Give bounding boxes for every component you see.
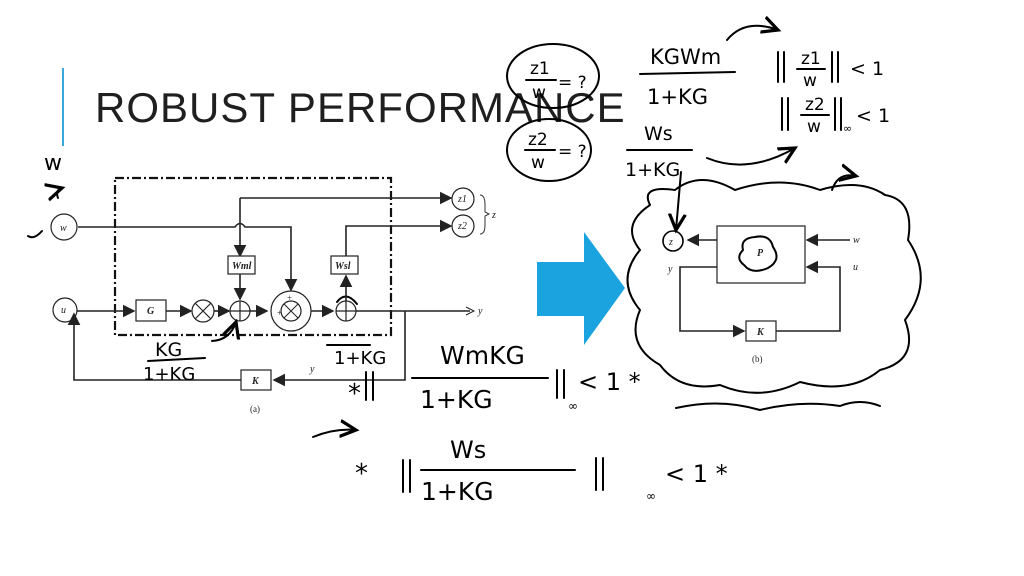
ink-cloud-around-b	[626, 179, 922, 394]
dashed-plant-boundary	[113, 176, 393, 337]
hw-c2-star: *	[355, 459, 368, 489]
ink-circle-arrow	[27, 230, 43, 239]
hw-kg-den: 1+KG	[143, 364, 195, 385]
hw-c1-sub: ∞	[568, 399, 578, 413]
hw-n1-rest: < 1	[850, 58, 884, 80]
label-b-z: z	[668, 237, 673, 248]
handwriting: w KG 1+KG 1+KG z1 w = ? z2 w = ? KGWm 1+…	[44, 26, 890, 506]
hw-c2-sub: ∞	[646, 489, 656, 503]
hw-q1-rest: = ?	[558, 73, 587, 93]
block-ws	[330, 255, 359, 275]
ink-circle-p	[738, 235, 778, 272]
hw-n2-num: z2	[805, 95, 825, 115]
input-label-w: w	[60, 223, 67, 234]
hw-one-plus-kg: 1+KG	[334, 348, 386, 369]
diagram-a: w z1 z2 z u G Wml + +	[27, 176, 496, 414]
hw-n2-sub: ∞	[843, 122, 852, 135]
input-node-w	[50, 213, 78, 241]
hw-c2-den: 1+KG	[421, 477, 494, 506]
block-ws-label: Wsl	[335, 261, 351, 272]
ink-circle-q2	[506, 118, 592, 182]
hw-c1-den: 1+KG	[420, 385, 493, 414]
block-k-b-label: K	[756, 327, 765, 338]
block-wm	[227, 255, 256, 275]
hw-c2-rest: < 1 *	[665, 460, 728, 488]
input-label-u: u	[61, 305, 66, 316]
hw-t2-den: 1+KG	[625, 159, 680, 181]
hw-c1-rest: < 1 *	[578, 368, 641, 396]
caption-a: (a)	[250, 404, 260, 414]
label-b-w: w	[853, 235, 860, 246]
block-k-a-label: K	[251, 376, 260, 387]
output-label-z1: z1	[457, 194, 467, 205]
hw-c2-num: Ws	[450, 436, 486, 464]
hw-n1-den: w	[803, 71, 817, 91]
block-wm-label: Wml	[232, 261, 252, 272]
svg-text:+: +	[287, 293, 292, 303]
hw-t2-num: Ws	[644, 123, 673, 145]
caption-b: (b)	[752, 354, 763, 364]
hw-t1-num: KGWm	[650, 45, 721, 69]
wire-w-to-sum	[248, 226, 298, 292]
hw-n2-den: w	[807, 117, 821, 137]
hw-q2-num: z2	[528, 130, 548, 150]
label-b-y: y	[667, 264, 673, 275]
hw-n1-num: z1	[801, 49, 821, 69]
output-node-z1	[451, 187, 475, 211]
hw-n2-rest: < 1	[856, 105, 890, 127]
feedback-wire	[272, 311, 406, 387]
ink-circle-z	[662, 230, 684, 252]
hw-c1-num: WmKG	[440, 341, 525, 370]
hw-q2-rest: = ?	[558, 142, 587, 162]
hw-q1-num: z1	[530, 59, 550, 79]
hw-kg-num: KG	[155, 339, 182, 361]
output-label-y: y	[477, 306, 483, 317]
z-brace	[479, 194, 491, 235]
hw-c1-star: *	[348, 379, 361, 409]
block-p-label: P	[757, 248, 764, 259]
feedback-label-y: y	[309, 364, 315, 375]
hw-q1-den: w	[532, 83, 546, 103]
svg-text:+: +	[277, 308, 282, 318]
output-label-z2: z2	[457, 221, 467, 232]
diagram-b: P z w y K u (b)	[626, 175, 922, 394]
block-g-label: G	[147, 306, 155, 317]
ink-underline	[675, 401, 881, 411]
hw-t1-den: 1+KG	[647, 85, 708, 109]
slide-title: ROBUST PERFORMANCE	[95, 84, 626, 131]
title-accent-bar	[62, 68, 64, 146]
hw-q2-den: w	[531, 153, 545, 173]
ink-circle-q1	[506, 43, 600, 109]
output-group-label-z: z	[491, 210, 496, 221]
label-b-u: u	[853, 262, 858, 273]
hw-w-above: w	[44, 151, 62, 176]
transform-arrow	[537, 232, 625, 345]
